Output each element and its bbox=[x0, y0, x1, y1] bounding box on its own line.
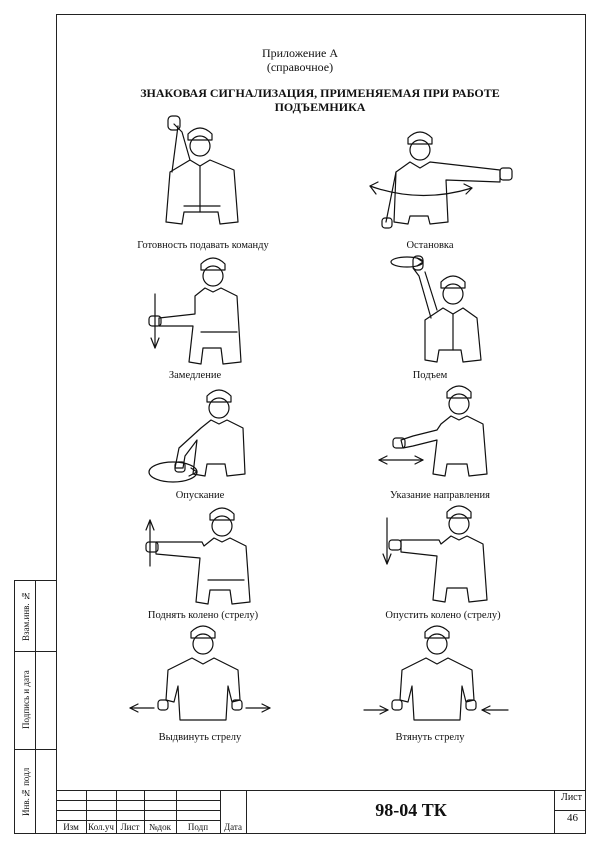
page-title-line2: ПОДЪЕМНИКА bbox=[274, 100, 366, 114]
side-stamp: Взам.инв. № Подпись и дата Инв.№ подл bbox=[14, 580, 56, 834]
page-frame bbox=[56, 14, 586, 834]
appendix-note: (справочное) bbox=[266, 60, 334, 74]
signal-raise-boom-figure bbox=[145, 507, 251, 605]
title-block-col-sign: Подп bbox=[187, 822, 209, 832]
signal-raise-label: Подъем bbox=[412, 370, 448, 381]
signal-raise-figure bbox=[390, 255, 482, 363]
signal-stop-label: Остановка bbox=[406, 240, 454, 251]
signal-lower-label: Опускание bbox=[175, 490, 225, 501]
signal-extend-boom-label: Выдвинуть стрелу bbox=[158, 732, 242, 743]
side-stamp-replace-inv: Взам.инв. № bbox=[21, 591, 31, 641]
title-block-col-date: Дата bbox=[224, 822, 242, 832]
signal-ready-figure bbox=[165, 115, 239, 225]
signal-ready-label: Готовность подавать команду bbox=[137, 240, 269, 251]
signal-slowdown-figure bbox=[148, 257, 242, 365]
signal-slowdown-label: Замедление bbox=[168, 370, 222, 381]
signal-extend-boom-figure bbox=[129, 625, 271, 721]
side-stamp-signature-date: Подпись и дата bbox=[21, 670, 31, 730]
signal-direction-figure bbox=[378, 385, 488, 477]
page-title: ЗНАКОВАЯ СИГНАЛИЗАЦИЯ, ПРИМЕНЯЕМАЯ ПРИ Р… bbox=[120, 86, 520, 114]
appendix-line: Приложение А bbox=[261, 46, 339, 60]
signal-retract-boom-figure bbox=[363, 625, 509, 721]
title-block-col-doc: №док bbox=[148, 822, 172, 832]
signal-raise-boom-label: Поднять колено (стрелу) bbox=[147, 610, 259, 621]
title-block-col-sheet: Лист bbox=[120, 822, 140, 832]
sheet-label: Лист bbox=[561, 792, 582, 803]
signal-stop-figure bbox=[369, 131, 513, 229]
document-code: 98-04 ТК bbox=[375, 800, 447, 820]
side-stamp-original-inv: Инв.№ подл bbox=[21, 767, 31, 817]
sheet-number: 46 bbox=[567, 812, 578, 824]
title-block-col-change: Изм bbox=[63, 822, 79, 832]
page-title-line1: ЗНАКОВАЯ СИГНАЛИЗАЦИЯ, ПРИМЕНЯЕМАЯ ПРИ Р… bbox=[140, 86, 500, 100]
title-block: Изм Кол.уч Лист №док Подп Дата 98-04 ТК … bbox=[56, 790, 586, 834]
signal-lower-figure bbox=[148, 389, 246, 483]
signal-direction-label: Указание направления bbox=[390, 490, 490, 501]
signal-lower-boom-figure bbox=[382, 505, 488, 603]
signal-retract-boom-label: Втянуть стрелу bbox=[395, 732, 465, 743]
signal-lower-boom-label: Опустить колено (стрелу) bbox=[385, 610, 501, 621]
title-block-col-count: Кол.уч bbox=[88, 822, 114, 832]
